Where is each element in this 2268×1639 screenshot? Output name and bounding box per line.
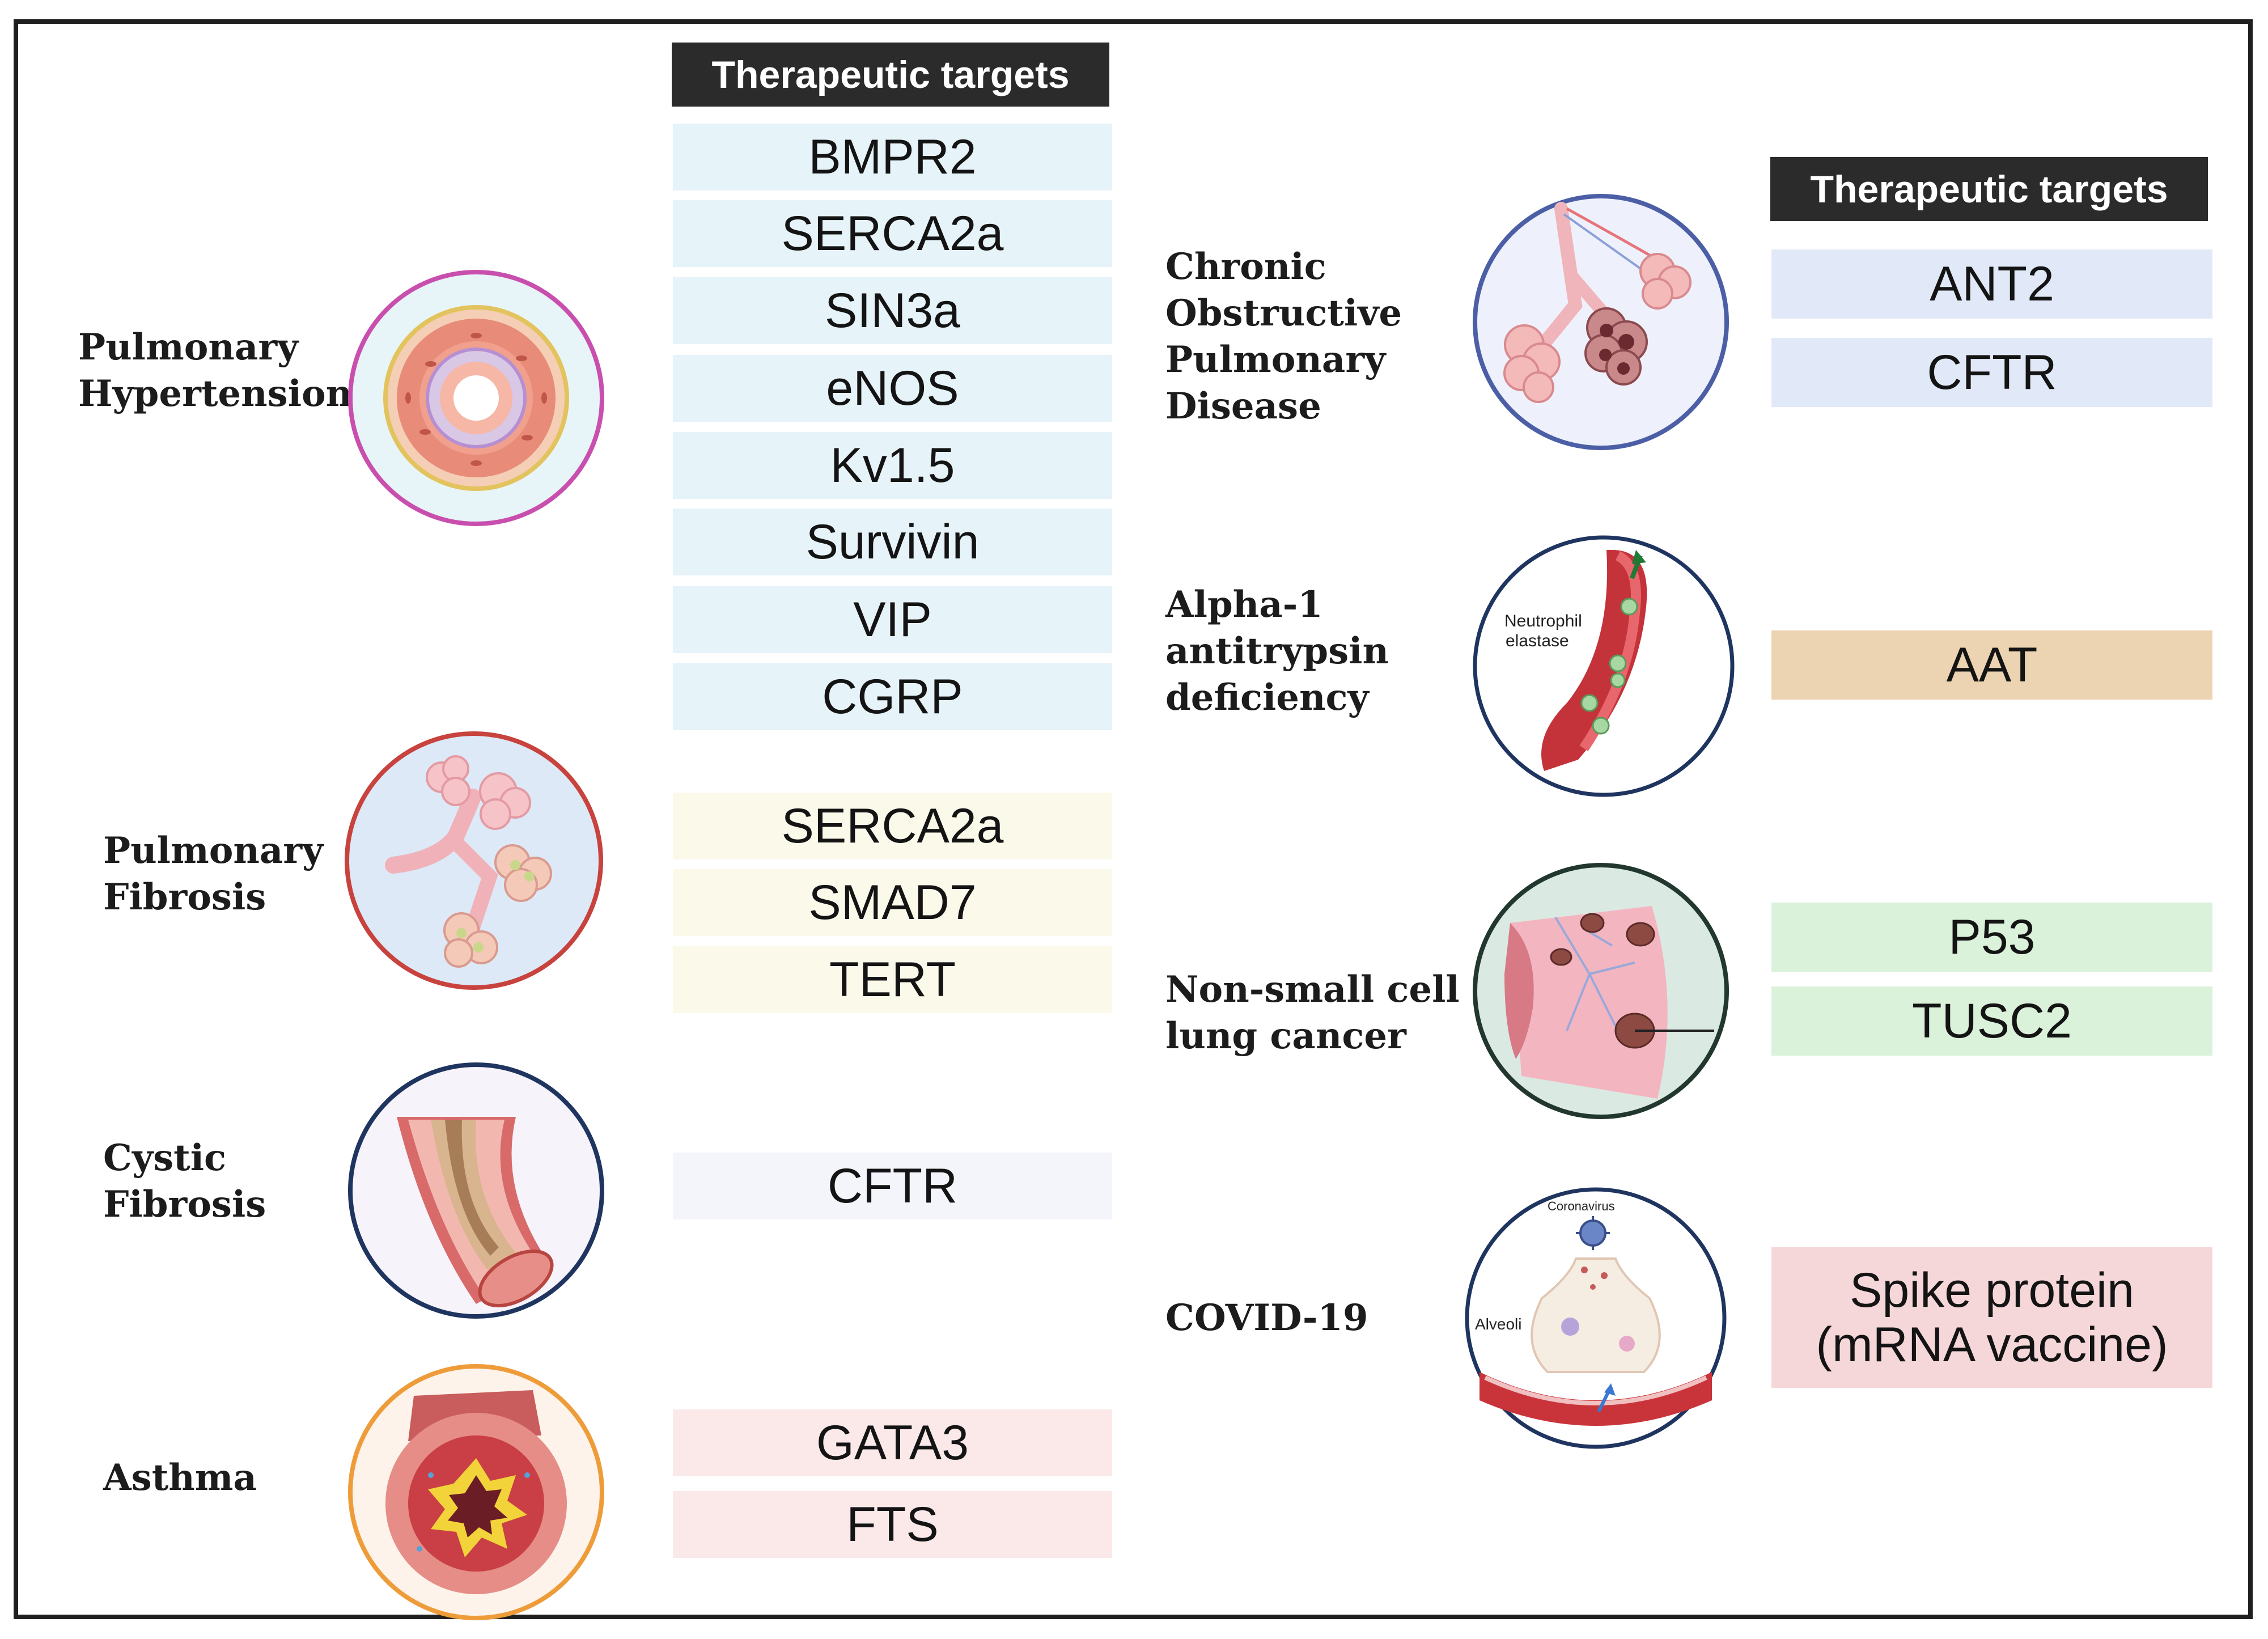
target-box: SIN3a (673, 277, 1112, 344)
target-box: BMPR2 (673, 124, 1112, 190)
label-line: Fibrosis (103, 876, 266, 918)
neutrophil-elastase-label-2: elastase (1506, 632, 1569, 650)
lung-tumor-illustration (1470, 861, 1731, 1121)
target-box: CFTR (1771, 338, 2212, 407)
copd-lung-illustration (1470, 192, 1731, 452)
disease-label-asthma: Asthma (103, 1455, 257, 1501)
alveoli-label: Alveoli (1475, 1315, 1521, 1333)
target-box: TUSC2 (1771, 986, 2212, 1056)
target-box: Spike protein (mRNA vaccine) (1771, 1247, 2212, 1388)
label-line: Chronic (1165, 245, 1326, 288)
target-box: SMAD7 (673, 869, 1112, 936)
target-box: GATA3 (673, 1409, 1112, 1476)
disease-label-nsclc: Non-small cell lung cancer (1165, 967, 1460, 1060)
label-line: Pulmonary (1165, 338, 1386, 381)
label-line: Pulmonary (103, 829, 324, 872)
target-box: ANT2 (1771, 249, 2212, 319)
label-line: antitrypsin (1165, 630, 1389, 672)
alveolus-virus-illustration: Coronavirus Alveoli (1462, 1185, 1729, 1451)
target-box: SERCA2a (673, 793, 1112, 859)
target-box: CFTR (673, 1153, 1112, 1219)
target-box: SERCA2a (673, 200, 1112, 267)
constricted-airway-illustration (346, 1362, 607, 1623)
vessel-cross-section-illustration (346, 268, 607, 528)
mucus-airway-illustration (346, 1060, 607, 1321)
right-targets-header: Therapeutic targets (1770, 157, 2208, 221)
label-line: Disease (1165, 385, 1321, 427)
target-box: AAT (1771, 630, 2212, 700)
label-line: Fibrosis (103, 1183, 266, 1226)
label-line: Pulmonary (78, 326, 299, 369)
left-targets-header: Therapeutic targets (672, 43, 1109, 107)
label-line: deficiency (1165, 676, 1369, 719)
label-line: COVID-19 (1165, 1297, 1368, 1339)
label-line: Asthma (103, 1456, 257, 1499)
target-box: Kv1.5 (673, 432, 1112, 499)
blood-vessel-illustration: Neutrophil elastase (1470, 533, 1737, 799)
label-line: Non-small cell (1165, 968, 1460, 1011)
neutrophil-elastase-label: Neutrophil (1504, 612, 1582, 630)
label-line: lung cancer (1165, 1015, 1406, 1057)
label-line: Cystic (103, 1137, 226, 1179)
target-box: P53 (1771, 903, 2212, 972)
label-line: Obstructive (1165, 292, 1402, 334)
target-box: Survivin (673, 509, 1112, 575)
target-box: TERT (673, 946, 1112, 1013)
coronavirus-label: Coronavirus (1548, 1199, 1615, 1213)
target-box: FTS (673, 1491, 1112, 1558)
disease-label-cystic-fibrosis: Cystic Fibrosis (103, 1135, 266, 1228)
fibrotic-alveoli-illustration (342, 729, 605, 992)
target-box: eNOS (673, 355, 1112, 422)
disease-label-covid: COVID-19 (1165, 1295, 1368, 1341)
disease-label-pulmonary-fibrosis: Pulmonary Fibrosis (103, 828, 323, 921)
label-line: Alpha-1 (1165, 583, 1323, 626)
target-box: VIP (673, 586, 1112, 653)
label-line: Hypertension (78, 372, 353, 415)
disease-label-copd: Chronic Obstructive Pulmonary Disease (1165, 244, 1402, 430)
disease-label-pulmonary-hypertension: Pulmonary Hypertension (78, 324, 352, 417)
target-box: CGRP (673, 663, 1112, 730)
disease-label-alpha1: Alpha-1 antitrypsin deficiency (1165, 582, 1389, 721)
